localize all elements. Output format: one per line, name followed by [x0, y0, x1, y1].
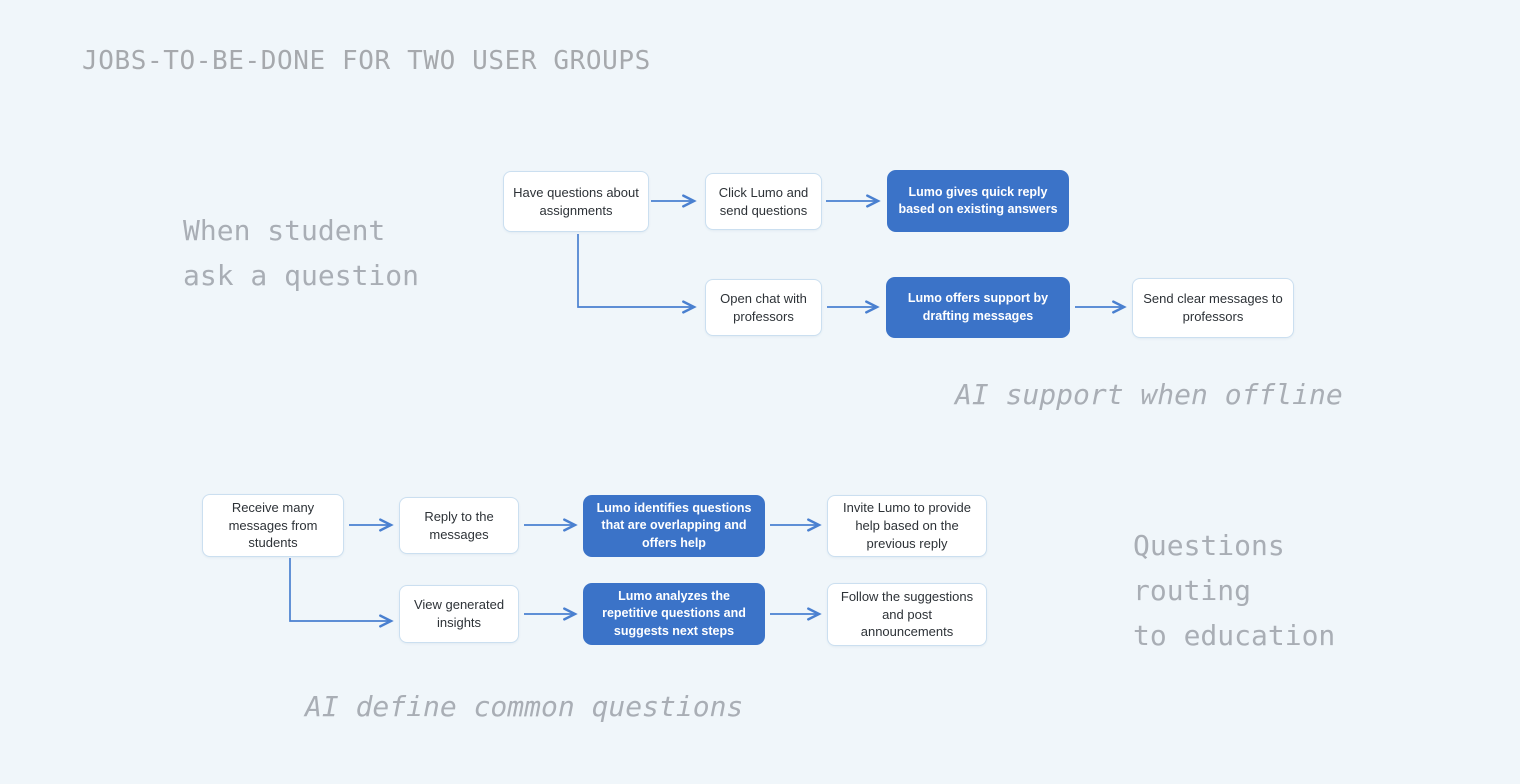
- step-click-lumo-send: Click Lumo and send questions: [705, 173, 822, 230]
- step-lumo-analyzes-repetitive: Lumo analyzes the repetitive questions a…: [583, 583, 765, 645]
- step-open-chat-professors: Open chat with professors: [705, 279, 822, 336]
- step-lumo-identifies-overlap: Lumo identifies questions that are overl…: [583, 495, 765, 557]
- connector-have-to-openchat: [577, 234, 697, 314]
- step-have-questions: Have questions about assignments: [503, 171, 649, 232]
- caption-ai-define-common: AI define common questions: [305, 690, 744, 723]
- label-questions-routing: Questions routing to education: [1133, 529, 1336, 652]
- page-title: JOBS-TO-BE-DONE FOR TWO USER GROUPS: [82, 46, 651, 76]
- step-lumo-drafting-support: Lumo offers support by drafting messages: [886, 277, 1070, 338]
- step-invite-lumo-provide-help: Invite Lumo to provide help based on the…: [827, 495, 987, 557]
- caption-ai-support-offline: AI support when offline: [955, 378, 1343, 411]
- step-lumo-quick-reply: Lumo gives quick reply based on existing…: [887, 170, 1069, 232]
- step-reply-to-messages: Reply to the messages: [399, 497, 519, 554]
- label-when-student-ask: When student ask a question: [183, 214, 420, 292]
- step-view-generated-insights: View generated insights: [399, 585, 519, 643]
- step-follow-suggestions-post: Follow the suggestions and post announce…: [827, 583, 987, 646]
- connector-receive-to-insights: [289, 558, 394, 628]
- step-send-clear-messages: Send clear messages to professors: [1132, 278, 1294, 338]
- step-receive-many-messages: Receive many messages from students: [202, 494, 344, 557]
